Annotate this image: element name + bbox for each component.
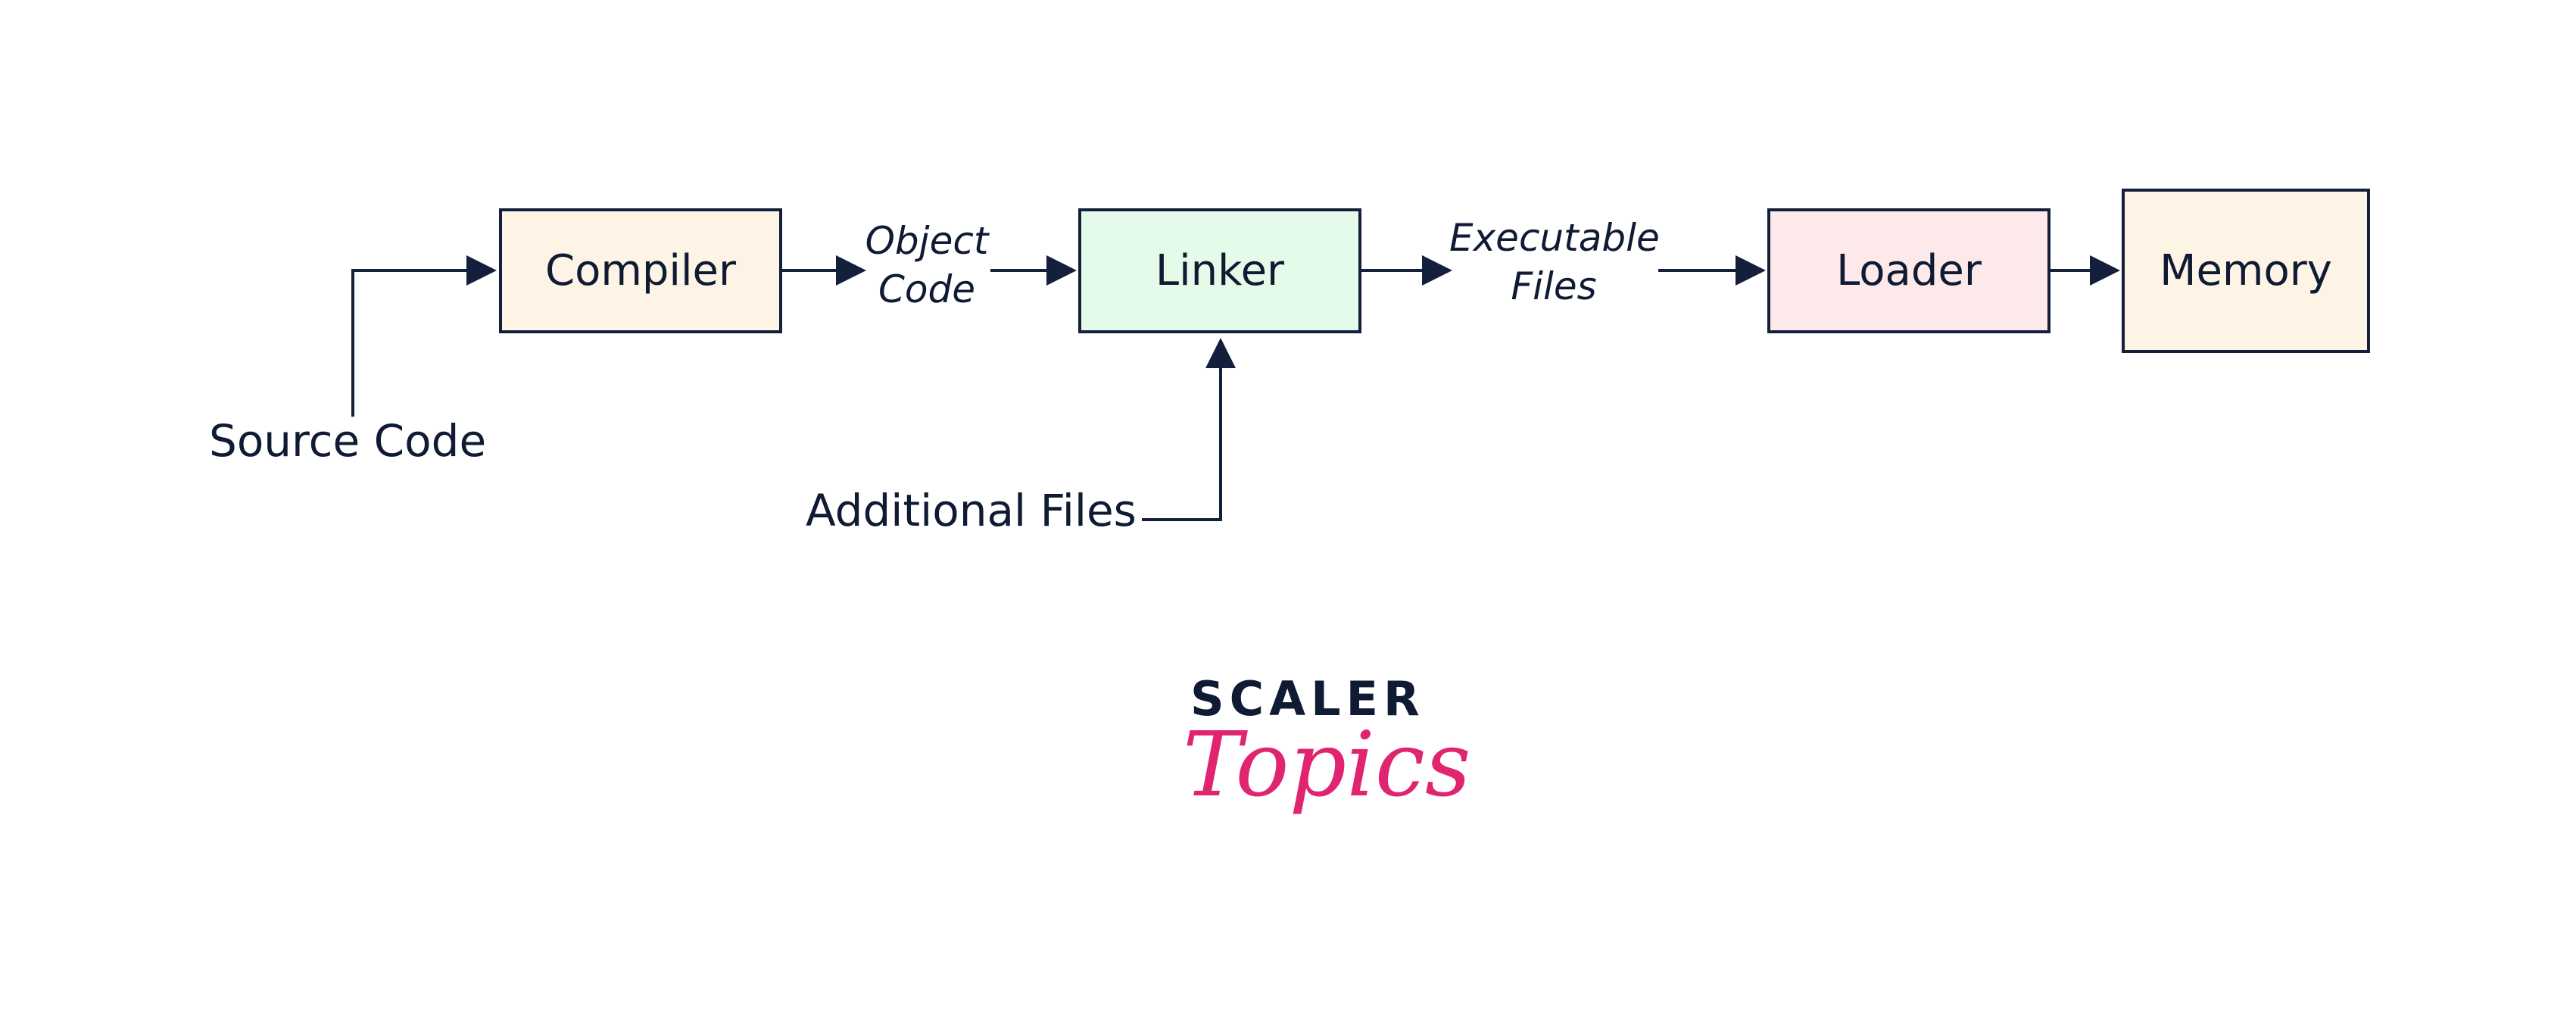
logo-scaler-text: SCALER [1190, 671, 1425, 726]
executable-files-line1: Executable [1449, 216, 1660, 260]
arrow-additional-files-to-linker [1142, 338, 1236, 521]
object-code-line1: Object [865, 219, 989, 263]
loader-label: Loader [1836, 246, 1982, 295]
compiler-box: Compiler [499, 208, 782, 333]
additional-files-label: Additional Files [806, 485, 1137, 536]
loader-box: Loader [1767, 208, 2051, 333]
executable-files-label: Executable Files [1449, 214, 1660, 311]
executable-files-line2: Files [1511, 264, 1597, 308]
memory-box: Memory [2122, 189, 2370, 353]
object-code-line2: Code [878, 267, 975, 311]
logo-topics-text: Topics [1183, 712, 1471, 817]
memory-label: Memory [2160, 246, 2332, 295]
linker-label: Linker [1155, 246, 1285, 295]
object-code-label: Object Code [863, 217, 990, 314]
arrow-source-to-compiler [351, 255, 497, 417]
linker-box: Linker [1078, 208, 1361, 333]
compiler-label: Compiler [544, 246, 737, 295]
source-code-label: Source Code [209, 415, 487, 467]
